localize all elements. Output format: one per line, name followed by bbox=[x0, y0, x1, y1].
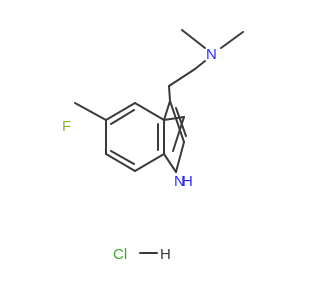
bond-c3-ch2a bbox=[168, 85, 171, 102]
chloride-label: Cl bbox=[113, 246, 127, 263]
bond-ch2a-ch2b bbox=[168, 68, 196, 87]
bond-c7-c7a bbox=[134, 153, 165, 172]
bond-c3a-c3-main bbox=[163, 100, 171, 121]
bond-ch2b-n bbox=[194, 60, 206, 70]
bond-n-me2 bbox=[220, 31, 244, 49]
bond-c2-n1-main bbox=[175, 141, 185, 173]
fluorine-label: F bbox=[62, 118, 71, 135]
bond-double-c6-c7 bbox=[110, 150, 135, 165]
bond-c3-c2-main bbox=[169, 100, 185, 143]
bond-c3a-c4 bbox=[134, 102, 165, 121]
hydrogen-label: H bbox=[160, 246, 171, 263]
bond-double-c3-c2 bbox=[175, 107, 187, 137]
indole-nitrogen-label: N bbox=[174, 173, 185, 190]
bond-c4-c5 bbox=[105, 102, 136, 121]
molecule-drawing: F N N H Cl H bbox=[62, 29, 244, 263]
bond-c5-f bbox=[74, 102, 107, 121]
bond-c3a-c3 bbox=[163, 116, 185, 121]
bond-double-c4-c5 bbox=[110, 109, 135, 125]
bond-n1-c7a-main bbox=[163, 153, 177, 173]
bond-n-me1 bbox=[181, 29, 206, 49]
bond-c6-c7 bbox=[105, 153, 136, 172]
amine-nitrogen-label: N bbox=[206, 46, 217, 63]
structure-canvas: F N N H Cl H bbox=[62, 29, 244, 263]
bond-set bbox=[74, 29, 244, 254]
indole-core bbox=[163, 100, 187, 173]
indole-hydrogen-label: H bbox=[182, 173, 193, 190]
